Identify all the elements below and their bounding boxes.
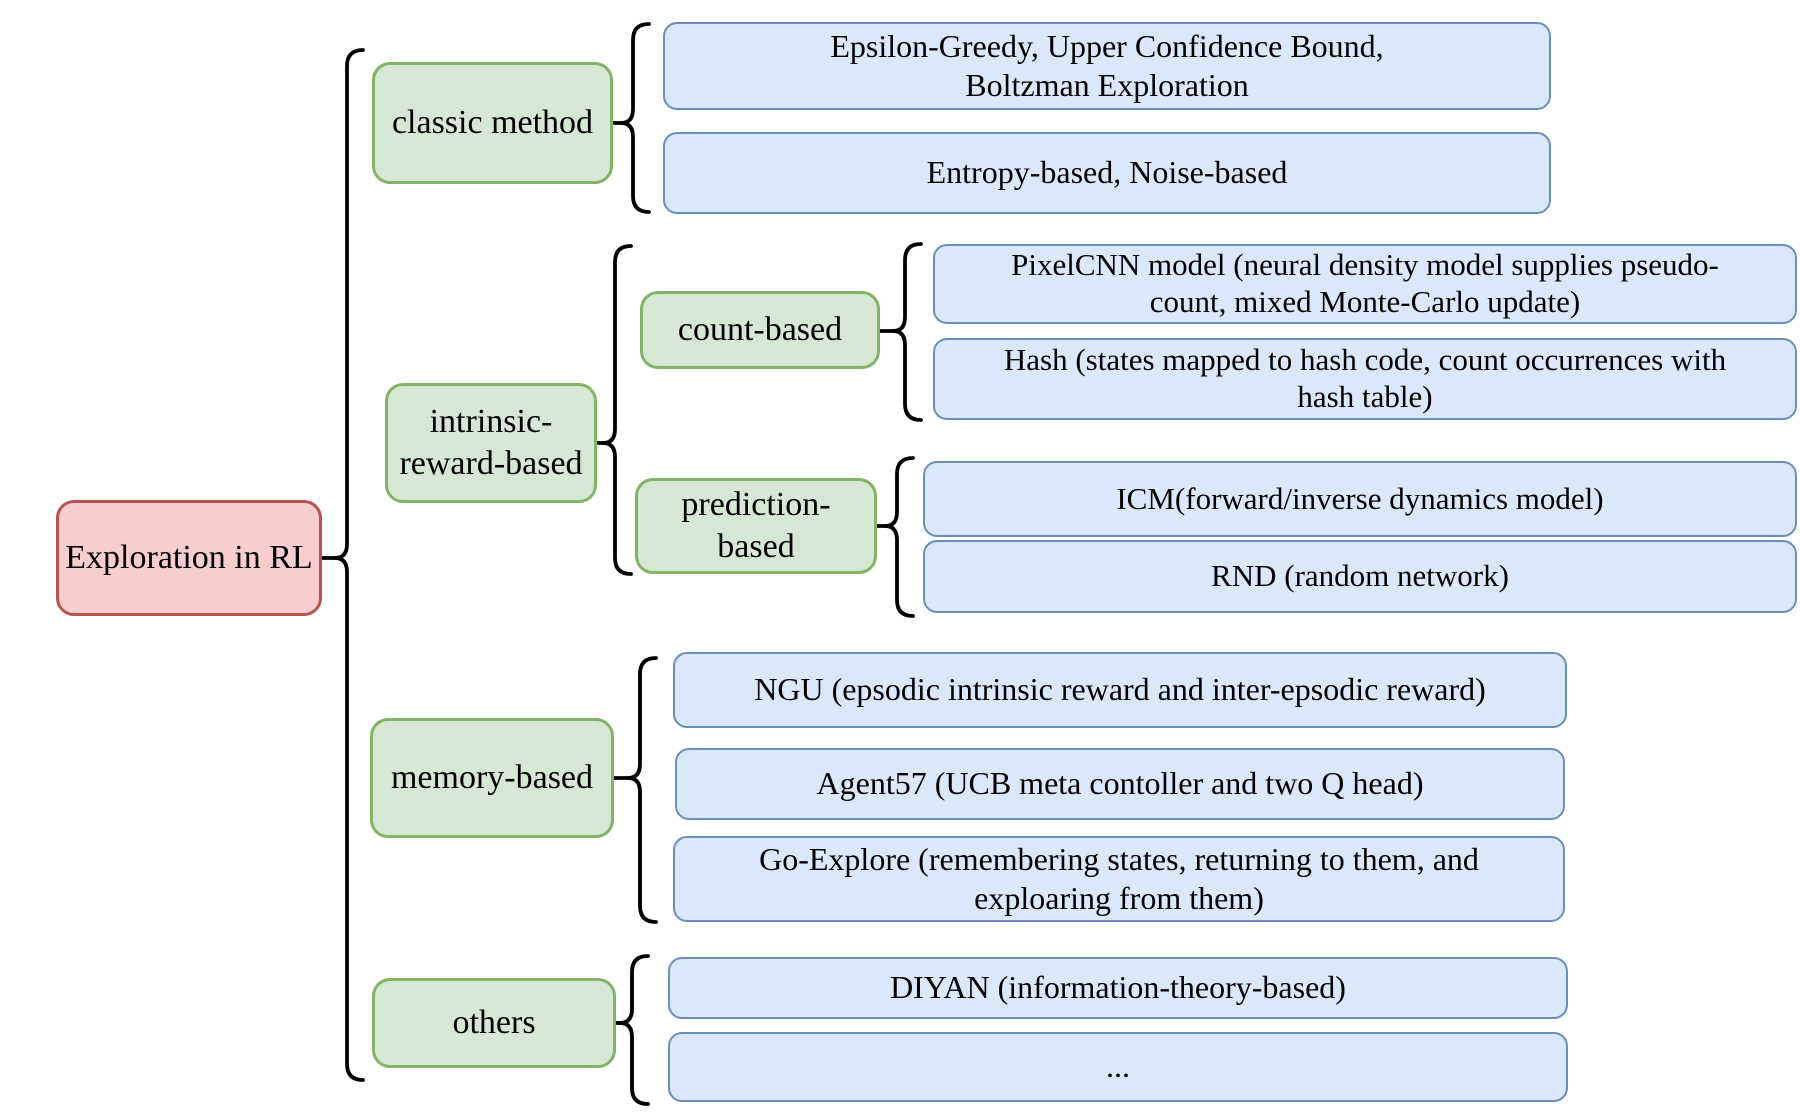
leaf-icm: ICM(forward/inverse dynamics model) <box>923 461 1797 537</box>
leaf-epsilon-greedy-ucb-boltzman: Epsilon-Greedy, Upper Confidence Bound, … <box>663 22 1551 110</box>
leaf-entropy-noise-based: Entropy-based, Noise-based <box>663 132 1551 214</box>
brace-count-based <box>891 242 923 422</box>
leaf-rnd: RND (random network) <box>923 540 1797 613</box>
leaf-agent57: Agent57 (UCB meta contoller and two Q he… <box>675 748 1565 820</box>
category-memory-based: memory-based <box>370 718 614 838</box>
subcategory-count-based: count-based <box>640 291 880 369</box>
category-classic-method: classic method <box>372 62 613 184</box>
leaf-ngu: NGU (epsodic intrinsic reward and inter-… <box>673 652 1567 728</box>
leaf-pixelcnn-model: PixelCNN model (neural density model sup… <box>933 244 1797 324</box>
leaf-go-explore: Go-Explore (remembering states, returnin… <box>673 836 1565 922</box>
category-intrinsic-reward-based: intrinsic- reward-based <box>385 383 597 503</box>
leaf-hash: Hash (states mapped to hash code, count … <box>933 338 1797 420</box>
brace-memory-based <box>626 656 658 924</box>
subcategory-prediction-based: prediction- based <box>635 478 877 574</box>
brace-classic-method <box>619 22 651 214</box>
brace-prediction-based <box>883 456 915 618</box>
leaf-ellipsis: ... <box>668 1032 1568 1102</box>
brace-root <box>333 48 365 1082</box>
brace-intrinsic-reward-based <box>601 244 633 576</box>
brace-others <box>618 954 650 1106</box>
category-others: others <box>372 978 616 1068</box>
leaf-diyan: DIYAN (information-theory-based) <box>668 957 1568 1019</box>
root-node-exploration-in-rl: Exploration in RL <box>56 500 322 616</box>
